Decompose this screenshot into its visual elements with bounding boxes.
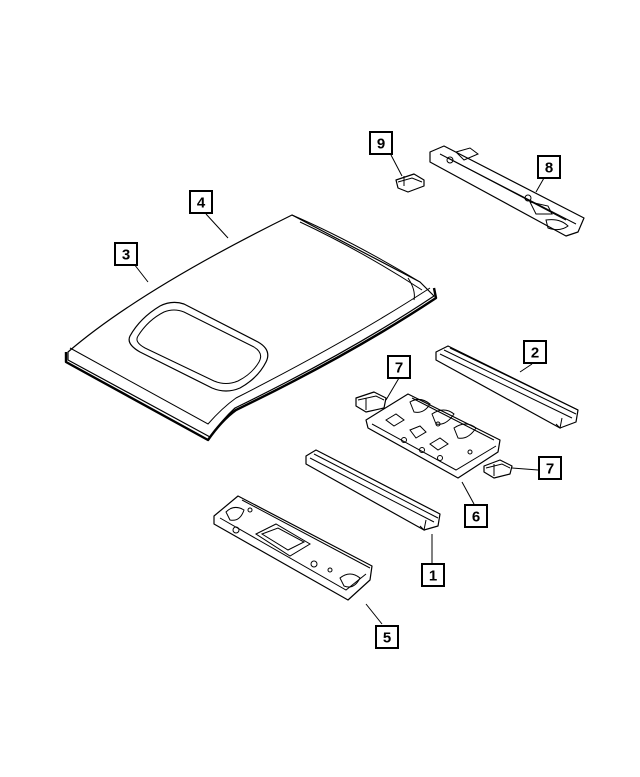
svg-text:8: 8 bbox=[545, 160, 553, 177]
svg-text:3: 3 bbox=[122, 247, 130, 264]
svg-text:2: 2 bbox=[531, 345, 539, 362]
callout-3: 3 bbox=[114, 242, 138, 266]
svg-text:5: 5 bbox=[383, 630, 391, 647]
svg-text:6: 6 bbox=[472, 509, 480, 526]
callout-4: 4 bbox=[189, 190, 213, 214]
leader-lines bbox=[133, 154, 545, 625]
bracket-right bbox=[483, 459, 513, 479]
svg-text:1: 1 bbox=[429, 568, 437, 585]
svg-text:4: 4 bbox=[197, 195, 206, 212]
svg-text:7: 7 bbox=[395, 360, 403, 377]
roof-bow-upper bbox=[435, 345, 579, 430]
callout-2: 2 bbox=[523, 340, 547, 364]
rear-header-panel bbox=[213, 495, 373, 601]
roof-bow-lower bbox=[305, 449, 441, 532]
roof-clip bbox=[395, 173, 425, 193]
callout-7-right: 7 bbox=[538, 456, 562, 480]
bracket-left bbox=[355, 391, 387, 413]
svg-text:7: 7 bbox=[546, 461, 554, 478]
roof-panel bbox=[64, 214, 438, 442]
callout-7-left: 7 bbox=[387, 355, 411, 379]
callout-6: 6 bbox=[464, 504, 488, 528]
callout-8: 8 bbox=[537, 155, 561, 179]
callout-9: 9 bbox=[369, 131, 393, 155]
rear-header-reinforcement bbox=[365, 393, 501, 479]
callout-5: 5 bbox=[375, 625, 399, 649]
callout-1: 1 bbox=[421, 563, 445, 587]
front-header-panel bbox=[429, 145, 585, 237]
svg-text:9: 9 bbox=[377, 136, 385, 153]
